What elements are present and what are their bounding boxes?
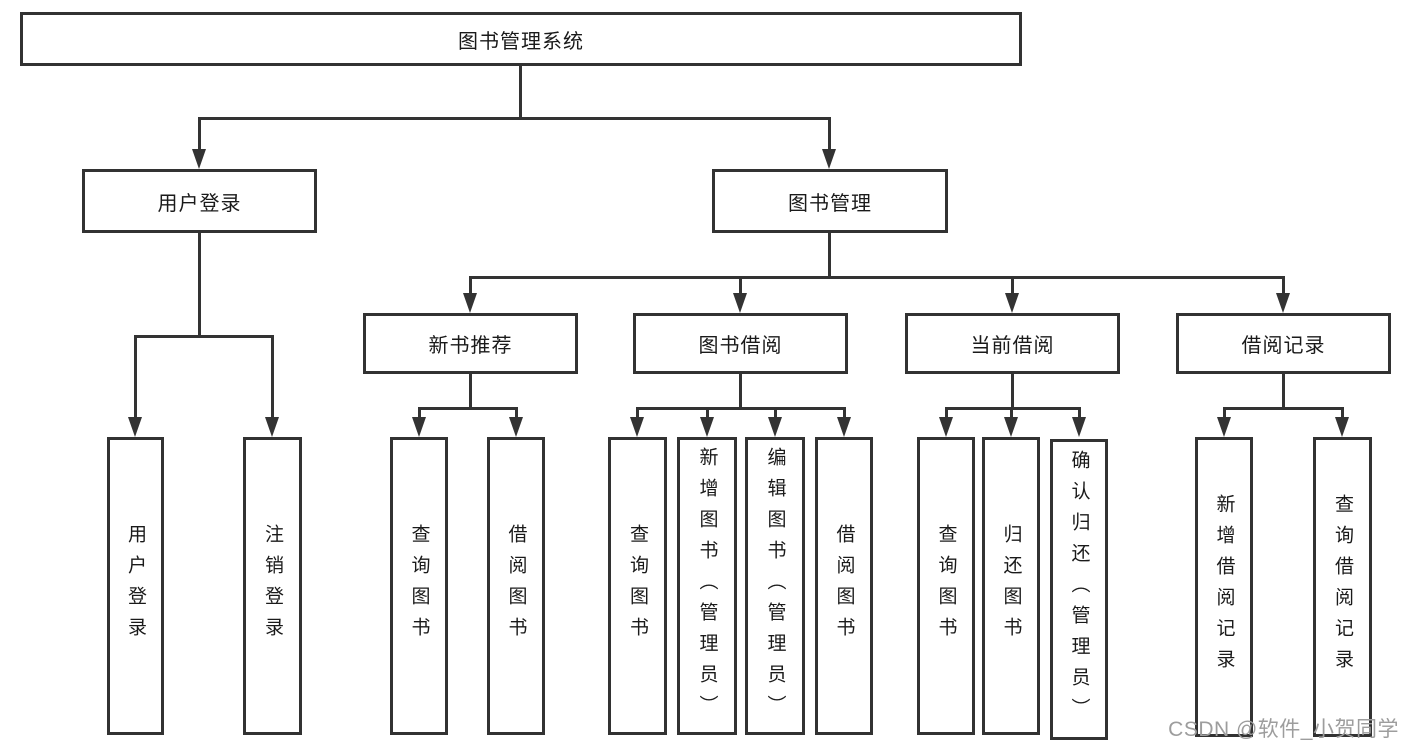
node-book-management-label: 图书管理 — [788, 192, 872, 215]
leaf-logout: 注销登录 — [243, 437, 302, 735]
leaf-user-login: 用户登录 — [107, 437, 164, 735]
leaf-confirm-return-admin-label: 确认归还（管理员） — [1068, 450, 1090, 729]
watermark: CSDN @软件_小贺同学 — [1168, 718, 1399, 741]
leaf-logout-label: 注销登录 — [262, 524, 283, 648]
node-new-book-recommend-label: 新书推荐 — [428, 335, 513, 357]
connector-line — [1341, 407, 1344, 419]
node-library-system: 图书管理系统 — [20, 12, 1022, 66]
arrow-down-icon — [837, 417, 851, 437]
node-current-borrow: 当前借阅 — [905, 313, 1120, 374]
connector-line — [945, 407, 948, 419]
node-new-book-recommend: 新书推荐 — [363, 313, 578, 374]
leaf-add-book-admin: 新增图书（管理员） — [677, 437, 737, 735]
connector-line — [706, 407, 709, 419]
node-library-system-label: 图书管理系统 — [458, 30, 584, 53]
connector-line — [636, 407, 639, 419]
connector-line — [945, 407, 1081, 410]
node-user-login-branch-label: 用户登录 — [157, 192, 242, 215]
connector-line — [1078, 407, 1081, 419]
leaf-user-login-label: 用户登录 — [125, 524, 146, 648]
connector-line — [1223, 407, 1344, 410]
leaf-query-books-borrow-label: 查询图书 — [627, 524, 648, 648]
connector-line — [1010, 407, 1013, 419]
node-borrow-records-label: 借阅记录 — [1241, 335, 1326, 357]
connector-line — [1011, 276, 1014, 296]
leaf-query-books-current: 查询图书 — [917, 437, 975, 735]
leaf-query-books-recommend: 查询图书 — [390, 437, 448, 735]
node-user-login-branch: 用户登录 — [82, 169, 317, 233]
leaf-borrow-books: 借阅图书 — [815, 437, 873, 735]
node-book-management: 图书管理 — [712, 169, 948, 233]
arrow-down-icon — [192, 149, 206, 169]
arrow-down-icon — [509, 417, 523, 437]
connector-line — [515, 407, 518, 419]
connector-line — [134, 335, 137, 418]
leaf-borrow-books-label: 借阅图书 — [833, 524, 855, 648]
arrow-down-icon — [1072, 417, 1086, 437]
leaf-borrow-books-recommend: 借阅图书 — [487, 437, 545, 735]
node-book-borrow-label: 图书借阅 — [698, 335, 783, 357]
leaf-query-books-current-label: 查询图书 — [935, 524, 957, 648]
leaf-add-borrow-record-label: 新增借阅记录 — [1213, 494, 1235, 680]
connector-line — [418, 407, 518, 410]
leaf-query-books-borrow: 查询图书 — [608, 437, 667, 735]
connector-line — [519, 66, 522, 118]
leaf-confirm-return-admin: 确认归还（管理员） — [1050, 439, 1108, 740]
connector-line — [469, 276, 1285, 279]
arrow-down-icon — [1217, 417, 1231, 437]
arrow-down-icon — [412, 417, 426, 437]
leaf-query-books-recommend-label: 查询图书 — [408, 524, 430, 648]
node-current-borrow-label: 当前借阅 — [970, 335, 1055, 357]
arrow-down-icon — [128, 417, 142, 437]
arrow-down-icon — [822, 149, 836, 169]
connector-line — [1282, 276, 1285, 296]
connector-line — [636, 407, 846, 410]
connector-line — [774, 407, 777, 419]
arrow-down-icon — [1005, 293, 1019, 313]
leaf-add-book-admin-label: 新增图书（管理员） — [696, 446, 718, 726]
connector-line — [198, 117, 831, 120]
arrow-down-icon — [700, 417, 714, 437]
connector-line — [828, 233, 831, 278]
leaf-edit-book-admin: 编辑图书（管理员） — [745, 437, 805, 735]
arrow-down-icon — [630, 417, 644, 437]
arrow-down-icon — [768, 417, 782, 437]
leaf-edit-book-admin-label: 编辑图书（管理员） — [764, 446, 786, 726]
arrow-down-icon — [265, 417, 279, 437]
connector-line — [198, 233, 201, 338]
arrow-down-icon — [1004, 417, 1018, 437]
arrow-down-icon — [939, 417, 953, 437]
connector-line — [1223, 407, 1226, 419]
connector-line — [1282, 374, 1285, 410]
node-borrow-records: 借阅记录 — [1176, 313, 1391, 374]
arrow-down-icon — [463, 293, 477, 313]
leaf-query-borrow-record: 查询借阅记录 — [1313, 437, 1372, 737]
leaf-add-borrow-record: 新增借阅记录 — [1195, 437, 1253, 737]
leaf-query-borrow-record-label: 查询借阅记录 — [1332, 494, 1353, 680]
arrow-down-icon — [733, 293, 747, 313]
connector-line — [469, 374, 472, 410]
connector-line — [271, 335, 274, 418]
connector-line — [1011, 374, 1014, 410]
node-book-borrow: 图书借阅 — [633, 313, 848, 374]
connector-line — [843, 407, 846, 419]
connector-line — [418, 407, 421, 419]
arrow-down-icon — [1276, 293, 1290, 313]
connector-line — [198, 117, 201, 151]
connector-line — [739, 276, 742, 296]
connector-line — [134, 335, 274, 338]
connector-line — [469, 276, 472, 296]
leaf-return-book-label: 归还图书 — [1000, 524, 1022, 648]
leaf-borrow-books-recommend-label: 借阅图书 — [505, 524, 527, 648]
arrow-down-icon — [1335, 417, 1349, 437]
leaf-return-book: 归还图书 — [982, 437, 1040, 735]
connector-line — [828, 117, 831, 151]
connector-line — [739, 374, 742, 410]
